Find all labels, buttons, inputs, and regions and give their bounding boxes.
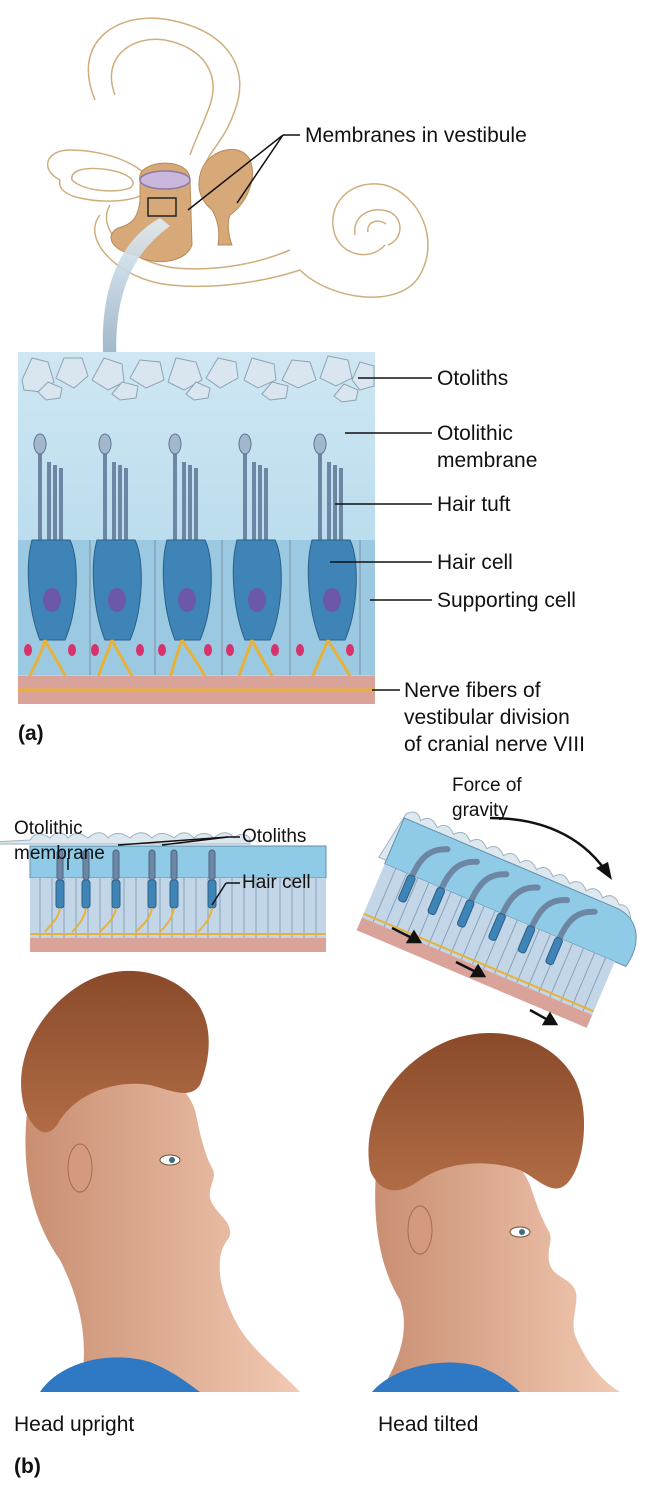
panel-a-label: (a): [18, 722, 44, 746]
hair-cell-b-label: Hair cell: [242, 872, 311, 894]
head-tilted-caption: Head tilted: [378, 1412, 478, 1437]
head-upright-caption: Head upright: [14, 1412, 134, 1437]
head-upright-illustration: [21, 971, 300, 1392]
hair-tuft-label: Hair tuft: [437, 492, 511, 517]
otolithic-membrane-label-line1: Otolithic: [437, 421, 513, 446]
membranes-label: Membranes in vestibule: [305, 123, 527, 148]
otolithic-membrane-b-label-line2: membrane: [14, 843, 105, 865]
macula-tilted: [349, 806, 650, 1033]
supporting-cell-label: Supporting cell: [437, 588, 576, 613]
nerve-fibers-label-line1: Nerve fibers of: [404, 678, 541, 703]
head-tilted-illustration: [368, 1033, 620, 1392]
force-of-gravity-label-line1: Force of: [452, 775, 522, 797]
otoliths-label: Otoliths: [437, 366, 508, 391]
nerve-fibers-label-line3: of cranial nerve VIII: [404, 732, 585, 757]
force-of-gravity-label-line2: gravity: [452, 800, 508, 822]
panel-b-label: (b): [14, 1455, 41, 1479]
hair-cell-label: Hair cell: [437, 550, 513, 575]
otoliths-b-label: Otoliths: [242, 826, 306, 848]
otolithic-membrane-label-line2: membrane: [437, 448, 537, 473]
otolithic-membrane-b-label-line1: Otolithic: [14, 818, 83, 840]
nerve-fibers-label-line2: vestibular division: [404, 705, 570, 730]
otolith-detail-panel: [18, 352, 375, 704]
